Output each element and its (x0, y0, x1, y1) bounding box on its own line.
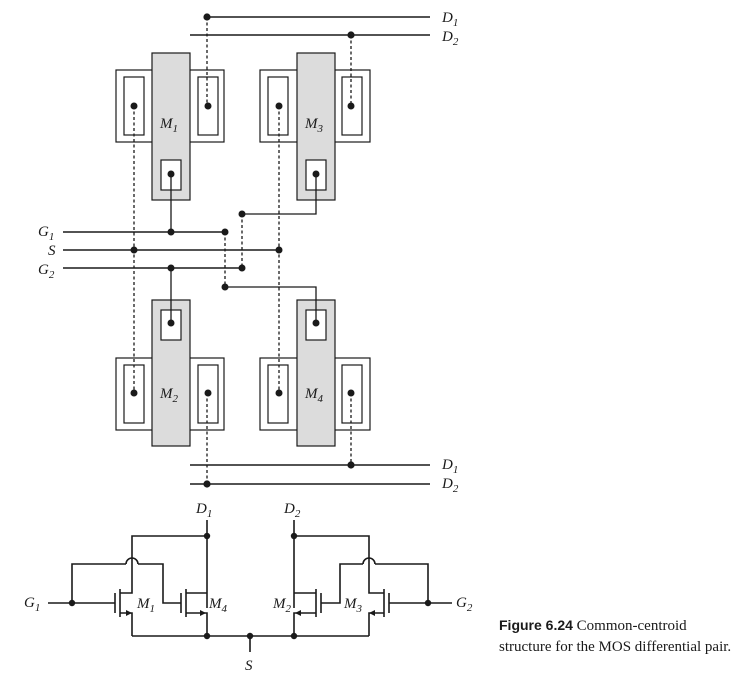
m3-layout-label: M3 (304, 116, 324, 135)
sch-s-label: S (245, 658, 253, 674)
layout-g1-label: G1 (38, 224, 54, 243)
top-d1-label: D1 (441, 10, 458, 29)
sch-g1-label: G1 (24, 595, 40, 614)
sch-m2-label: M2 (272, 596, 292, 615)
gate-source-buses (63, 174, 317, 323)
bottom-d1-label: D1 (441, 457, 458, 476)
m4-layout-label: M4 (304, 386, 324, 405)
sch-m3-label: M3 (343, 596, 363, 615)
figure-caption: Figure 6.24 Common-centroid structure fo… (499, 615, 735, 658)
sch-d2-label: D2 (283, 501, 301, 520)
m2-layout-label: M2 (159, 386, 179, 405)
bottom-drain-buses (190, 461, 430, 488)
sch-g2-label: G2 (456, 595, 473, 614)
bottom-d2-label: D2 (441, 476, 459, 495)
figure-caption-text: Common-centroid structure for the MOS di… (499, 618, 732, 655)
figure-number: Figure 6.24 (499, 617, 573, 633)
sch-d1-label: D1 (195, 501, 212, 520)
sch-m1-label: M1 (136, 596, 155, 615)
m1-layout-label: M1 (159, 116, 178, 135)
top-drain-buses (190, 13, 430, 39)
sch-m4-label: M4 (208, 596, 228, 615)
top-d2-label: D2 (441, 29, 459, 48)
layout-g2-label: G2 (38, 262, 55, 281)
transistor-m4-layout (259, 299, 371, 447)
transistor-m2-layout (115, 299, 225, 447)
schematic (48, 520, 452, 652)
layout-s-label: S (48, 243, 56, 259)
